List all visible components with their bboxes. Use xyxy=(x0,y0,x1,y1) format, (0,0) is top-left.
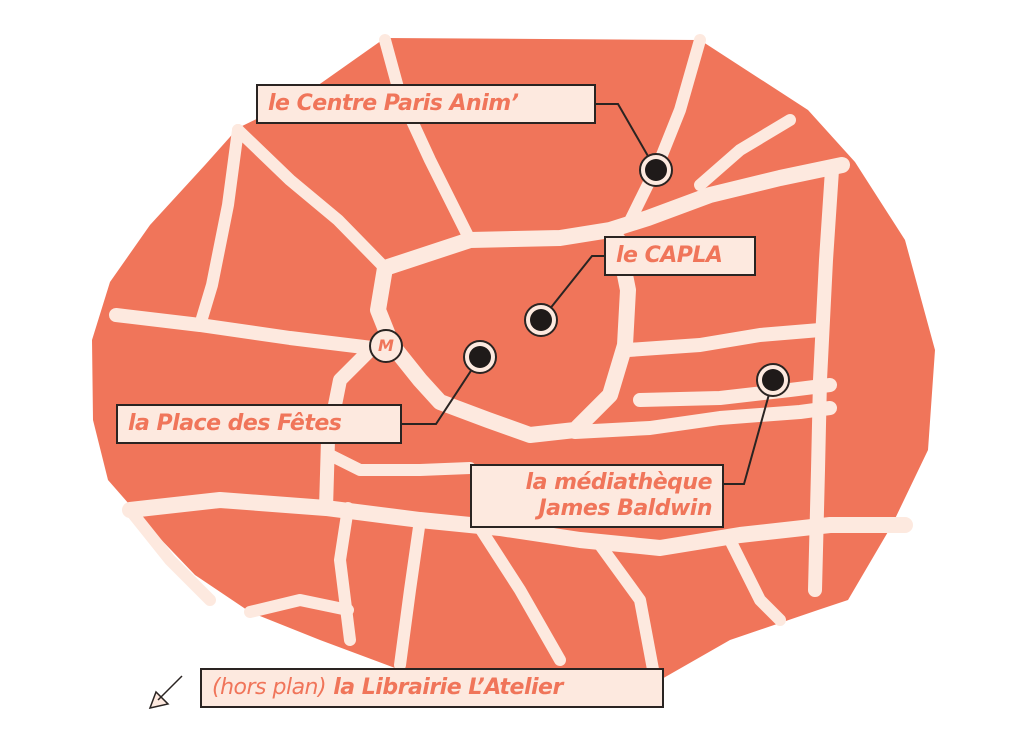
streets xyxy=(109,34,913,686)
label-place-des-fetes[interactable]: la Place des Fêtes xyxy=(116,404,402,444)
offmap-note: (hors plan) xyxy=(212,675,327,700)
label-mediatheque-line2: James Baldwin xyxy=(538,496,712,521)
arrow-down-left-icon xyxy=(148,675,183,710)
offmap-label: la Librairie L’Atelier xyxy=(326,675,563,700)
label-librairie-latelier[interactable]: (hors plan) la Librairie L’Atelier xyxy=(200,668,664,708)
location-marker-place[interactable] xyxy=(463,340,497,374)
district-shape xyxy=(92,38,935,705)
metro-station-marker[interactable]: M xyxy=(369,329,403,363)
location-marker-capla[interactable] xyxy=(524,303,558,337)
location-marker-mediatheque[interactable] xyxy=(756,363,790,397)
label-mediatheque-line1: la médiathèque xyxy=(525,470,713,495)
leader-lines xyxy=(402,103,774,485)
location-marker-centre[interactable] xyxy=(639,153,673,187)
label-centre-paris-anim[interactable]: le Centre Paris Anim’ xyxy=(256,84,596,124)
label-capla[interactable]: le CAPLA xyxy=(604,236,756,276)
label-mediatheque-james-baldwin[interactable]: la médiathèque James Baldwin xyxy=(470,464,724,528)
